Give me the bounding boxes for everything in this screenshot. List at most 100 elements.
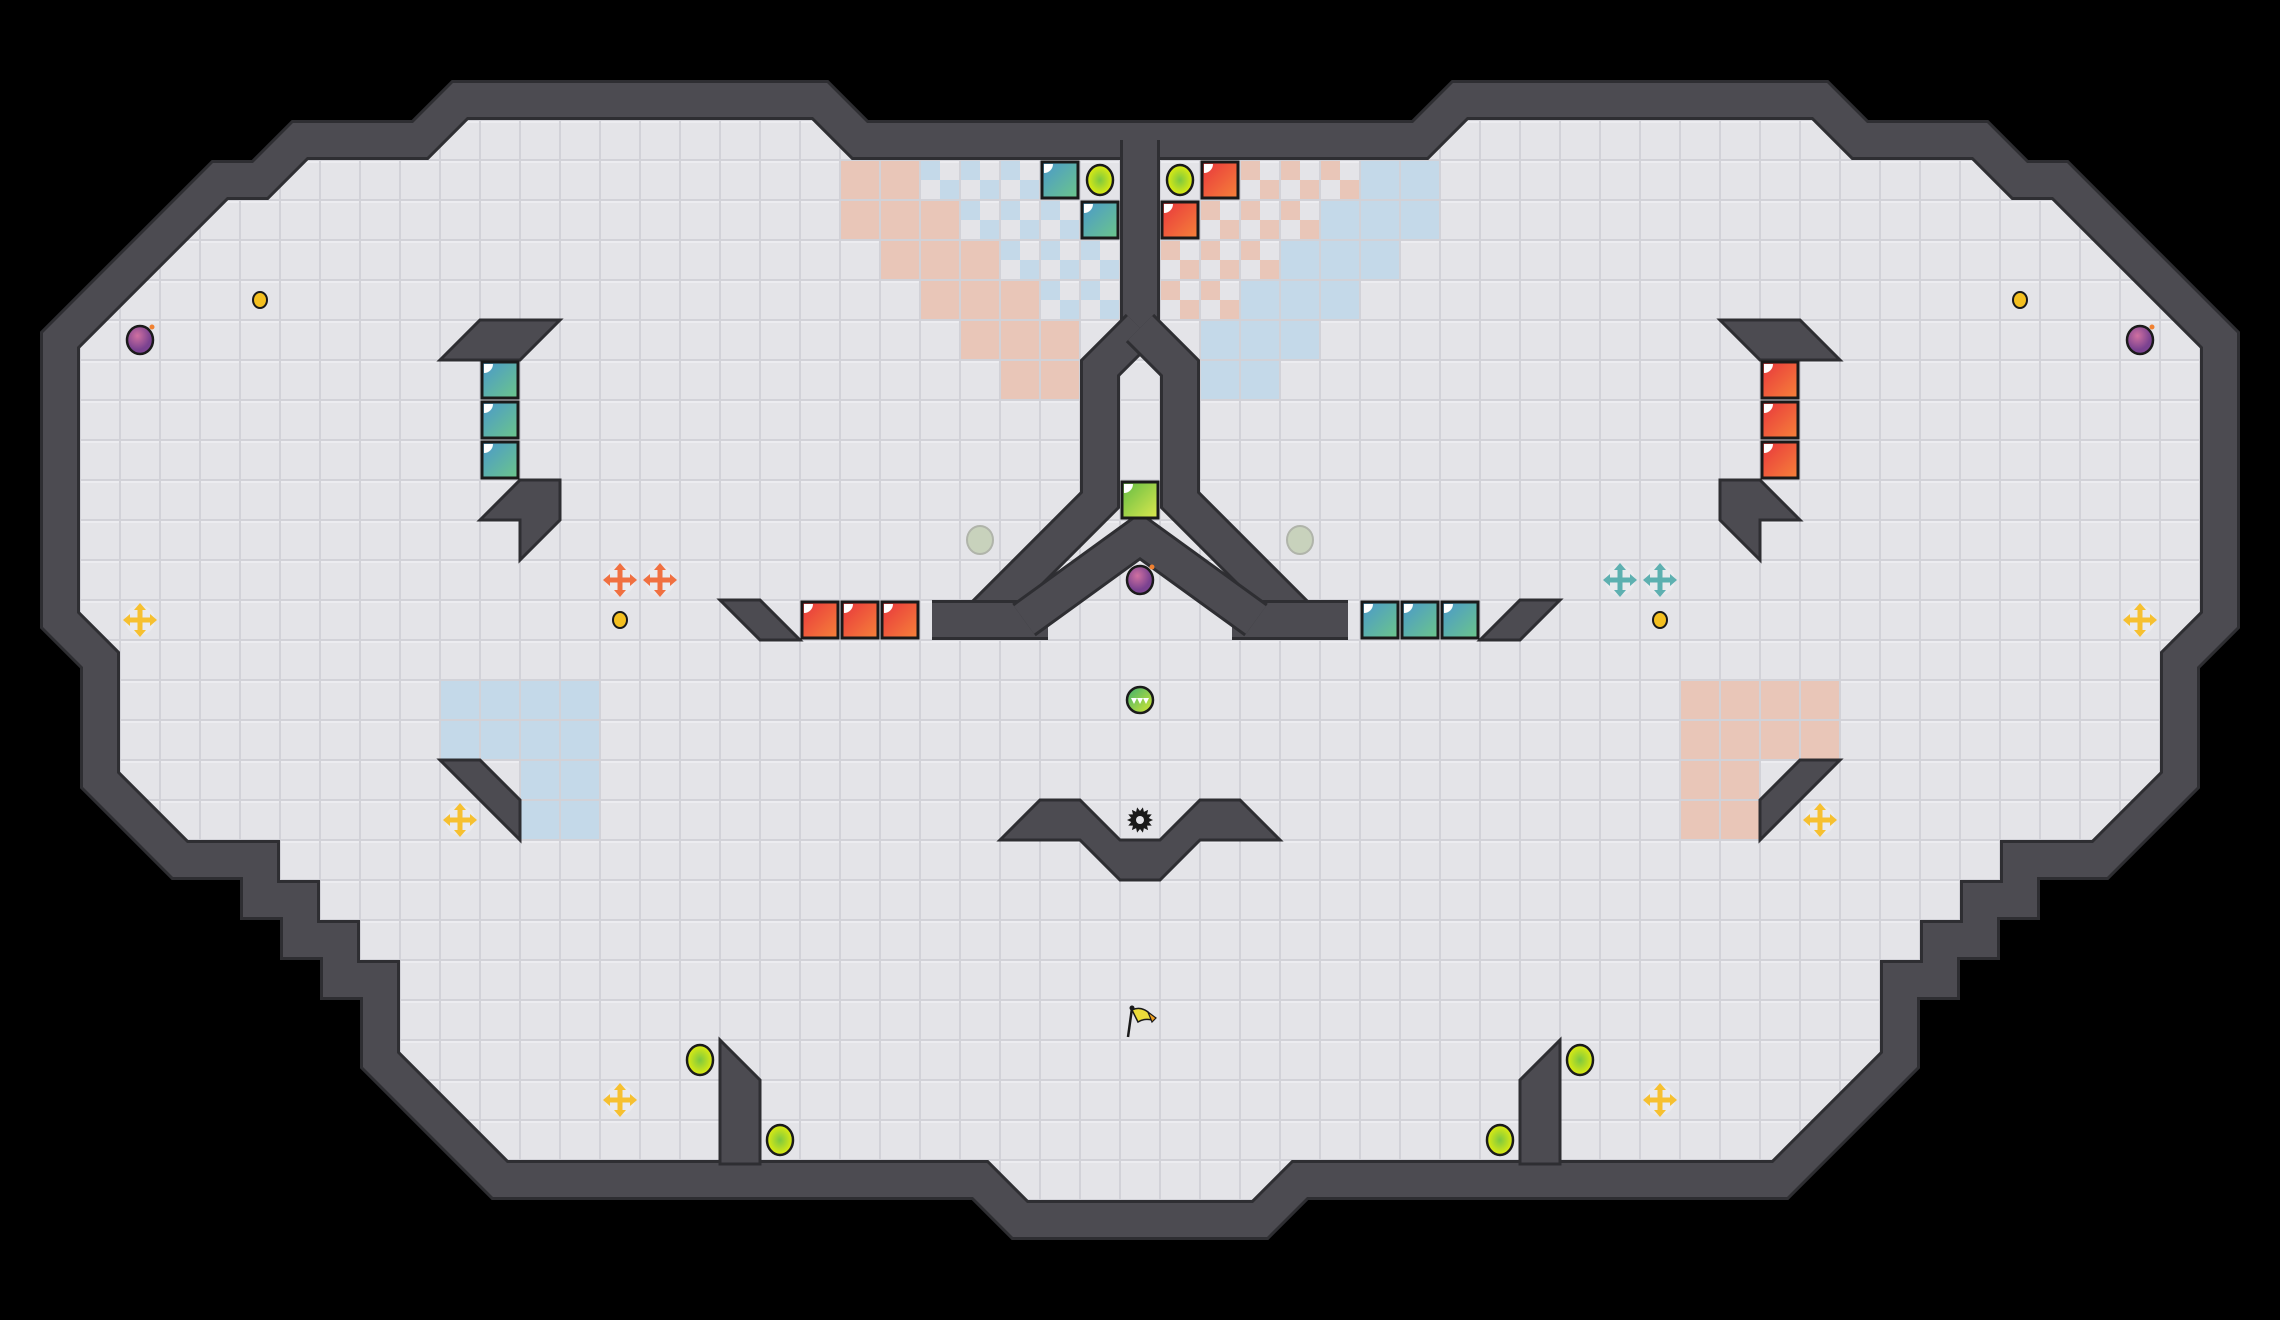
boost-arrow — [630, 1094, 637, 1106]
boost-arrow — [134, 603, 146, 610]
entities-layer — [123, 160, 2157, 1157]
red-boost-icon — [643, 563, 677, 597]
button-icon[interactable] — [765, 1123, 795, 1157]
button-icon[interactable] — [1565, 1043, 1595, 1077]
checker-cell — [1001, 241, 1020, 260]
left-bracket-bottom-wall — [476, 478, 562, 564]
blue-checker-tile — [921, 161, 959, 199]
boost-arrow — [603, 574, 610, 586]
blue-zone-tile — [1361, 161, 1399, 199]
gate-shine — [1764, 444, 1773, 453]
checker-cell — [1260, 180, 1279, 199]
boost-arrow — [603, 1094, 610, 1106]
checker-cell — [1180, 260, 1199, 279]
gate-shine — [1764, 404, 1773, 413]
floor — [60, 100, 2220, 1220]
blue-zone-tile — [1321, 201, 1359, 239]
boost-arrow — [1814, 830, 1826, 837]
boost-arrow — [1814, 803, 1826, 810]
boost-arrow — [1603, 574, 1610, 586]
red-gate — [800, 600, 840, 640]
blue-zone-tile — [1401, 201, 1439, 239]
checker-cell — [1180, 300, 1199, 319]
bomb-fuse — [149, 324, 155, 330]
boost-icon — [2123, 603, 2157, 637]
checker-cell — [1201, 281, 1220, 300]
gate-icon — [480, 440, 520, 480]
left-small-diagonal-wall — [716, 598, 804, 642]
blue-checker-tile — [1041, 241, 1079, 279]
red-zone-tile — [841, 201, 879, 239]
red-zone-tile — [881, 161, 919, 199]
boost-arrow — [1614, 563, 1626, 570]
bomb-body — [125, 324, 155, 356]
center-inner-v-wall — [1012, 511, 1268, 637]
powerup-mark — [1143, 698, 1149, 704]
boost-arrow — [1830, 814, 1837, 826]
red-gate — [880, 600, 920, 640]
checker-cell — [1340, 180, 1359, 199]
red-zone-tile — [921, 281, 959, 319]
red-zone-tile — [1001, 321, 1039, 359]
checker-cell — [961, 201, 980, 220]
boost-arrow — [670, 574, 677, 586]
gate-shine — [1204, 164, 1213, 173]
blue-gate — [480, 360, 520, 400]
blue-checker-tile — [1041, 201, 1079, 239]
floor-layer — [60, 100, 2220, 1220]
boost-icon — [1643, 1083, 1677, 1117]
checker-cell — [1161, 281, 1180, 300]
boost-arrow — [654, 563, 666, 570]
boost-arrow — [1614, 590, 1626, 597]
boost-arrow — [1654, 1110, 1666, 1117]
red-zone-tile — [1001, 361, 1039, 399]
blue-zone-tile — [1201, 321, 1239, 359]
red-gate — [840, 600, 880, 640]
gate-shine — [844, 604, 853, 613]
boost-arrow — [643, 574, 650, 586]
checker-cell — [1300, 220, 1319, 239]
checker-cell — [1220, 300, 1239, 319]
checker-cell — [1220, 260, 1239, 279]
bomb-fuse — [1149, 564, 1155, 570]
flag-icon[interactable] — [1126, 1005, 1157, 1038]
inactive-portal-icon — [966, 525, 994, 555]
button-icon[interactable] — [685, 1043, 715, 1077]
red-checker-tile — [1281, 161, 1319, 199]
button-icon[interactable] — [1165, 163, 1195, 197]
blue-boost-icon — [1603, 563, 1637, 597]
walls-layer — [40, 80, 2240, 1240]
button-icon[interactable] — [1085, 163, 1115, 197]
checker-cell — [1060, 220, 1079, 239]
gate-icon — [1760, 400, 1800, 440]
pellet-icon — [252, 291, 268, 309]
boost-arrow — [614, 1110, 626, 1117]
checker-cell — [940, 180, 959, 199]
red-zone-tile — [1721, 681, 1759, 719]
button-icon[interactable] — [1485, 1123, 1515, 1157]
red-boost-icon — [603, 563, 637, 597]
wall-body — [1127, 315, 1313, 633]
red-checker-tile — [1161, 241, 1199, 279]
checker-cell — [980, 180, 999, 199]
boost-arrow — [454, 830, 466, 837]
boost-arrow — [454, 803, 466, 810]
checker-cell — [1020, 260, 1039, 279]
inactive-portal-icon — [1286, 525, 1314, 555]
checker-cell — [1241, 241, 1260, 260]
gate-shine — [1764, 364, 1773, 373]
blue-zone-tile — [1321, 281, 1359, 319]
gate-shine — [1404, 604, 1413, 613]
boost-arrow — [2134, 630, 2146, 637]
blue-zone-tile — [521, 801, 559, 839]
boost-bar — [617, 568, 623, 592]
flag-tail — [1146, 1010, 1157, 1024]
gate-shine — [1044, 164, 1053, 173]
gate-shine — [884, 604, 893, 613]
blue-gate — [480, 400, 520, 440]
red-checker-tile — [1201, 201, 1239, 239]
red-gate — [1200, 160, 1240, 200]
boost-bar — [2137, 608, 2143, 632]
blue-zone-tile — [561, 761, 599, 799]
blue-zone-tile — [521, 761, 559, 799]
